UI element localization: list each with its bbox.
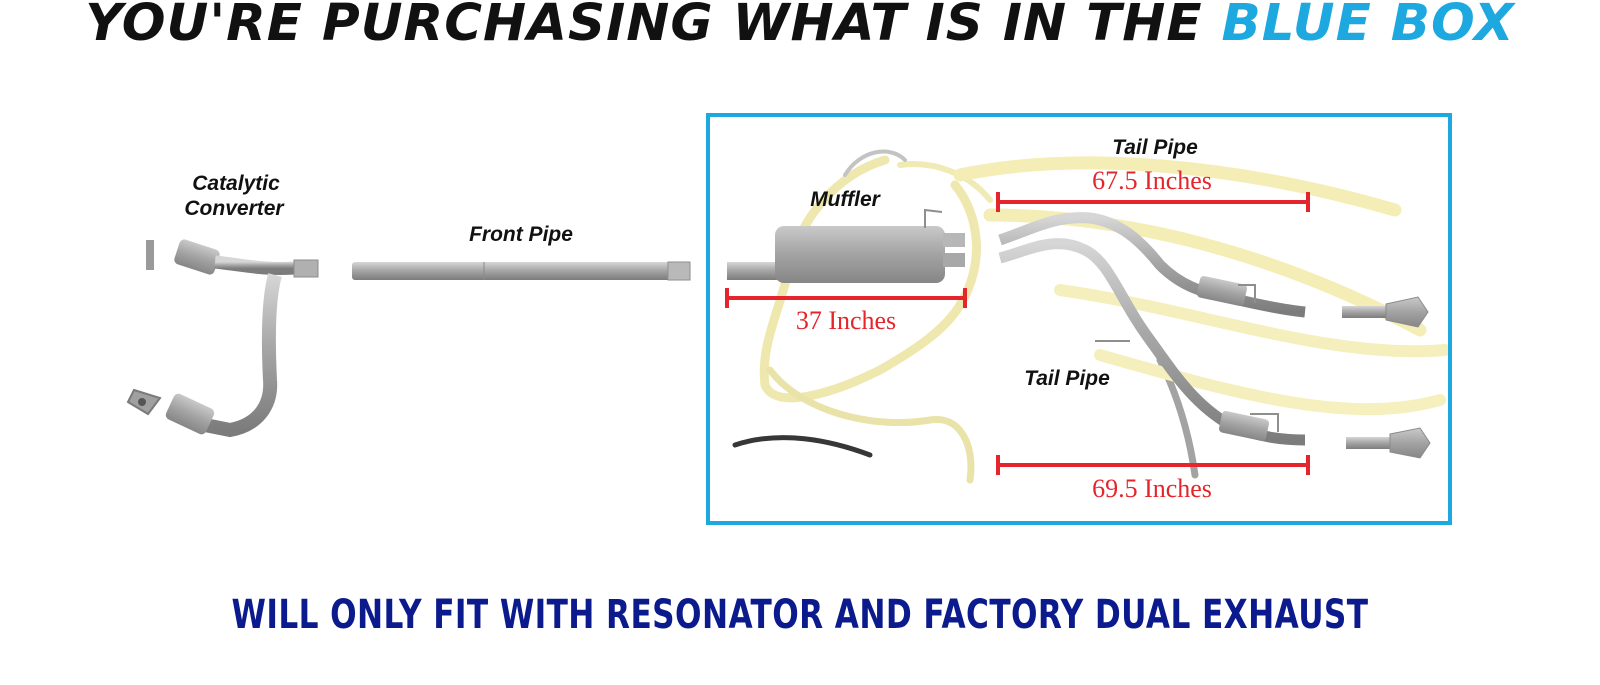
muffler-dimension-label: 37 Inches <box>796 306 896 335</box>
front-pipe <box>352 261 691 281</box>
exhaust-tip-lower <box>1346 427 1431 459</box>
catalytic-converter-label-line2: Converter <box>184 197 285 220</box>
tail-pipe-lower-dimension-line <box>996 455 1310 475</box>
page-title: YOU'RE PURCHASING WHAT IS IN THE BLUE BO… <box>0 0 1600 53</box>
muffler-label: Muffler <box>810 188 881 211</box>
muffler-dimension-line <box>725 288 967 308</box>
tail-pipe-lower-dimension-label: 69.5 Inches <box>1092 474 1212 503</box>
front-pipe-label: Front Pipe <box>469 223 573 246</box>
page-title-highlight: BLUE BOX <box>1221 0 1515 53</box>
tail-pipe-upper-dimension-line <box>996 192 1310 212</box>
tail-pipe-lower-label: Tail Pipe <box>1024 367 1110 390</box>
catalytic-converter-label-line1: Catalytic <box>192 172 280 195</box>
fitment-note: WILL ONLY FIT WITH RESONATOR AND FACTORY… <box>231 592 1369 638</box>
tail-pipe-assembly <box>998 212 1306 446</box>
catalytic-converter-assembly <box>126 239 319 438</box>
purchase-highlight-box <box>706 113 1452 525</box>
tail-pipe-upper-dimension-label: 67.5 Inches <box>1092 166 1212 195</box>
exhaust-tip-upper <box>1342 296 1429 328</box>
page-title-prefix: YOU'RE PURCHASING WHAT IS IN THE <box>85 0 1203 53</box>
tail-pipe-upper-label: Tail Pipe <box>1112 136 1198 159</box>
muffler-part <box>727 208 965 283</box>
